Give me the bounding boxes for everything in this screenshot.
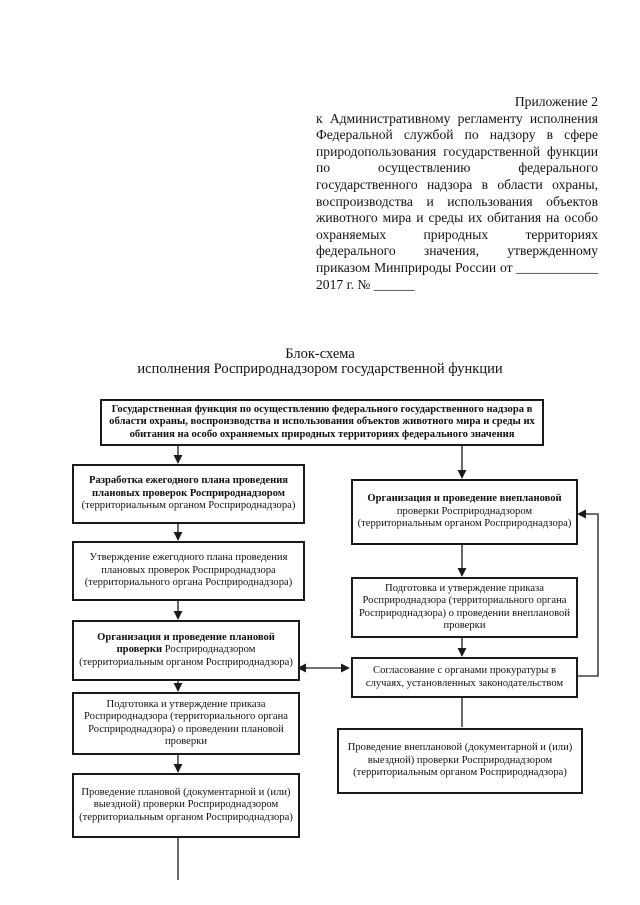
appendix-text: к Административному регламенту исполнени… — [316, 110, 598, 292]
box-unplanned-inspection-order-text: Подготовка и утверждение приказа Росприр… — [358, 582, 571, 631]
box-unplanned-inspection-organization-text: Организация и проведение внеплановой про… — [357, 493, 572, 530]
box-state-function-text: Государственная функция по осуществлению… — [109, 403, 535, 440]
box-annual-plan-development-text: Разработка ежегодного плана проведения п… — [81, 475, 296, 512]
arrow-loop-back — [576, 509, 599, 677]
box-unplanned-inspection-order: Подготовка и утверждение приказа Росприр… — [351, 577, 578, 638]
flowchart-subtitle: исполнения Росприроднадзором государстве… — [137, 361, 503, 377]
box-unplanned-inspection-conduct-text: Проведение внеплановой (документарной и … — [347, 742, 573, 779]
box-annual-plan-development: Разработка ежегодного плана проведения п… — [72, 464, 305, 524]
box-annual-plan-approval-text: Утверждение ежегодного плана проведения … — [84, 552, 293, 589]
box-planned-inspection-order-text: Подготовка и утверждение приказа Росприр… — [84, 698, 288, 747]
box-state-function: Государственная функция по осуществлению… — [100, 399, 544, 446]
flowchart-title: Блок-схема — [285, 346, 355, 362]
box-unplanned-inspection-conduct: Проведение внеплановой (документарной и … — [337, 728, 583, 794]
appendix-block: Приложение 2 к Административному регламе… — [316, 94, 598, 293]
appendix-heading: Приложение 2 — [514, 94, 598, 109]
box-planned-inspection-organization: Организация и проведение плановой провер… — [72, 620, 300, 681]
box-planned-inspection-organization-text: Организация и проведение плановой провер… — [79, 631, 293, 668]
box-annual-plan-approval: Утверждение ежегодного плана проведения … — [72, 541, 305, 601]
box-planned-inspection-conduct-text: Проведение плановой (документарной и (ил… — [79, 786, 293, 823]
box-unplanned-inspection-organization: Организация и проведение внеплановой про… — [351, 479, 578, 545]
box-prosecutor-approval: Согласование с органами прокуратуры в сл… — [351, 657, 578, 698]
box-prosecutor-approval-text: Согласование с органами прокуратуры в сл… — [365, 665, 564, 689]
box-planned-inspection-conduct: Проведение плановой (документарной и (ил… — [72, 773, 300, 838]
box-planned-inspection-order: Подготовка и утверждение приказа Росприр… — [72, 692, 300, 755]
